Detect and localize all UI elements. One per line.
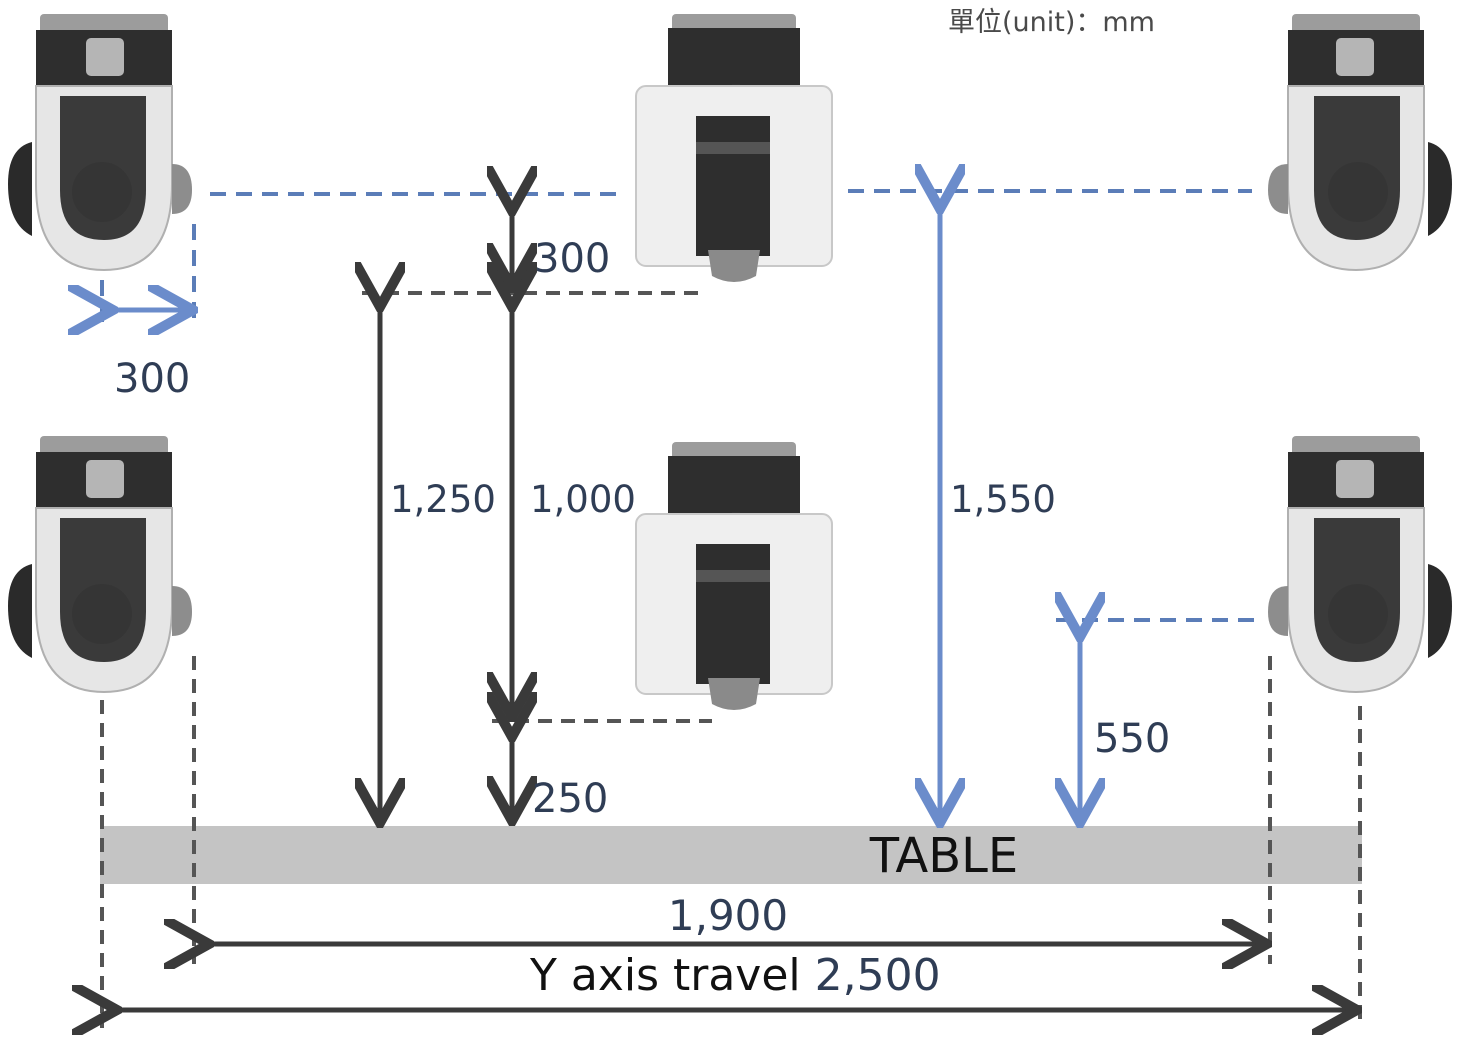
- height-550-label: 550: [1094, 716, 1170, 762]
- spindle-head-bottom-right: [1267, 435, 1453, 693]
- side-offset-label: 300: [114, 356, 190, 402]
- y-travel-label: Y axis travel 2,500: [529, 950, 941, 1001]
- bottom-gap-label: 250: [532, 776, 608, 822]
- spindle-head-front-lower: [635, 441, 833, 711]
- unit-label: 單位(unit)：mm: [948, 7, 1155, 38]
- spindle-head-front-upper: [635, 13, 833, 283]
- height-1250-label: 1,250: [390, 478, 496, 521]
- height-1000-label: 1,000: [530, 478, 636, 521]
- y-travel-text: Y axis travel: [529, 950, 801, 1001]
- table-bar: [100, 826, 1362, 884]
- height-1550-label: 1,550: [950, 478, 1056, 521]
- spindle-head-top-right: [1267, 13, 1453, 271]
- spindle-head-top-left: [7, 13, 193, 271]
- spindle-head-bottom-left: [7, 435, 193, 693]
- table-label: TABLE: [869, 828, 1018, 884]
- width-1900-label: 1,900: [668, 891, 788, 940]
- y-travel-value: 2,500: [815, 950, 941, 1001]
- top-gap-label: 300: [534, 236, 610, 282]
